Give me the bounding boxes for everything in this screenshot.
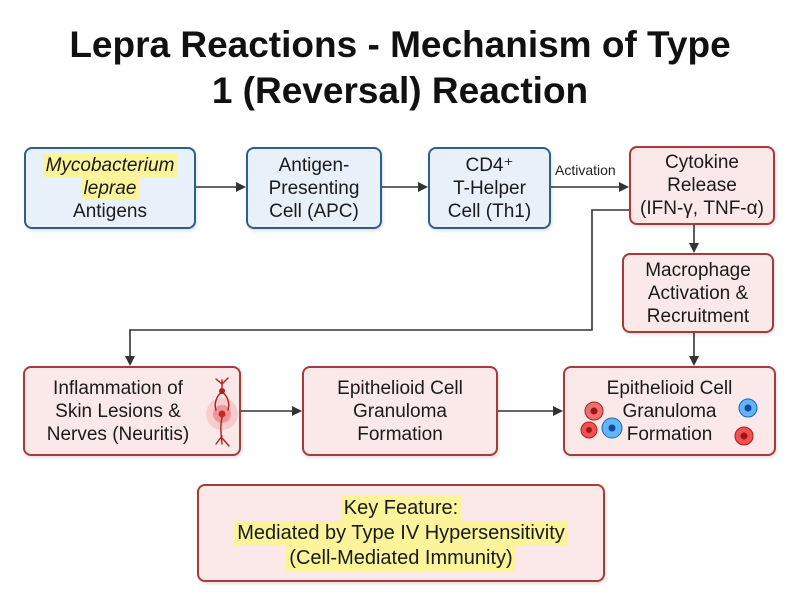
node-cytokine-line-1: Cytokine [665,152,739,173]
node-granuloma-right-line-1: Epithelioid Cell [606,377,733,399]
node-granuloma-middle-line-3: Formation [357,423,443,445]
node-inflammation-line-3: Nerves (Neuritis) [46,423,190,445]
node-antigens-line-1: Mycobacterium [42,153,178,177]
node-inflammation-neuritis: Inflammation of Skin Lesions & Nerves (N… [23,366,241,456]
node-granuloma-middle-line-2: Granuloma [353,400,447,422]
node-mycobacterium-antigens: Mycobacterium leprae Antigens [24,147,196,229]
node-th1-cell: CD4⁺ T-Helper Cell (Th1) [428,147,551,229]
node-apc-line-1: Antigen- [278,154,350,176]
diagram-title: Lepra Reactions - Mechanism of Type 1 (R… [0,22,800,114]
node-granuloma-middle: Epithelioid Cell Granuloma Formation [302,366,498,456]
key-feature-line-3: (Cell-Mediated Immunity) [286,545,516,571]
node-antigens-line-3: Antigens [73,200,147,222]
neuron-icon [206,377,238,447]
node-cytokine-line-3: (IFN-γ, TNF-α) [640,198,764,219]
node-apc-line-3: Cell (APC) [269,200,359,222]
key-feature-title: Key Feature: [340,495,462,521]
node-apc-line-2: Presenting [268,177,360,199]
activation-label: Activation [555,162,616,178]
red-cell-icon [580,401,623,439]
node-macrophage-line-2: Activation & [647,282,749,304]
node-th1-line-3: Cell (Th1) [447,200,532,222]
title-line-2: 1 (Reversal) Reaction [211,70,589,111]
node-antigens-line-2: leprae [80,176,140,200]
key-feature-box: Key Feature: Mediated by Type IV Hyperse… [197,484,605,582]
arrow-cytokine-to-inflammation [125,209,632,366]
node-granuloma-right-line-2: Granuloma [622,400,717,422]
blue-cell-icon [734,398,758,446]
node-th1-line-1: CD4⁺ [465,154,514,176]
node-granuloma-middle-line-1: Epithelioid Cell [337,377,463,399]
node-inflammation-line-2: Skin Lesions & [55,400,181,422]
node-antigen-presenting-cell: Antigen- Presenting Cell (APC) [246,147,382,229]
node-macrophage-line-3: Recruitment [646,305,750,327]
node-cytokine-release: Cytokine Release (IFN-γ, TNF-α) [629,146,775,225]
node-macrophage-activation: Macrophage Activation & Recruitment [622,253,774,333]
node-inflammation-line-1: Inflammation of [53,377,183,399]
key-feature-line-2: Mediated by Type IV Hypersensitivity [234,520,568,546]
node-th1-line-2: T-Helper [453,177,526,199]
node-macrophage-line-1: Macrophage [645,259,751,281]
node-cytokine-line-2: Release [667,175,737,196]
title-line-1: Lepra Reactions - Mechanism of Type [69,24,731,65]
node-granuloma-right-line-3: Formation [626,423,713,445]
